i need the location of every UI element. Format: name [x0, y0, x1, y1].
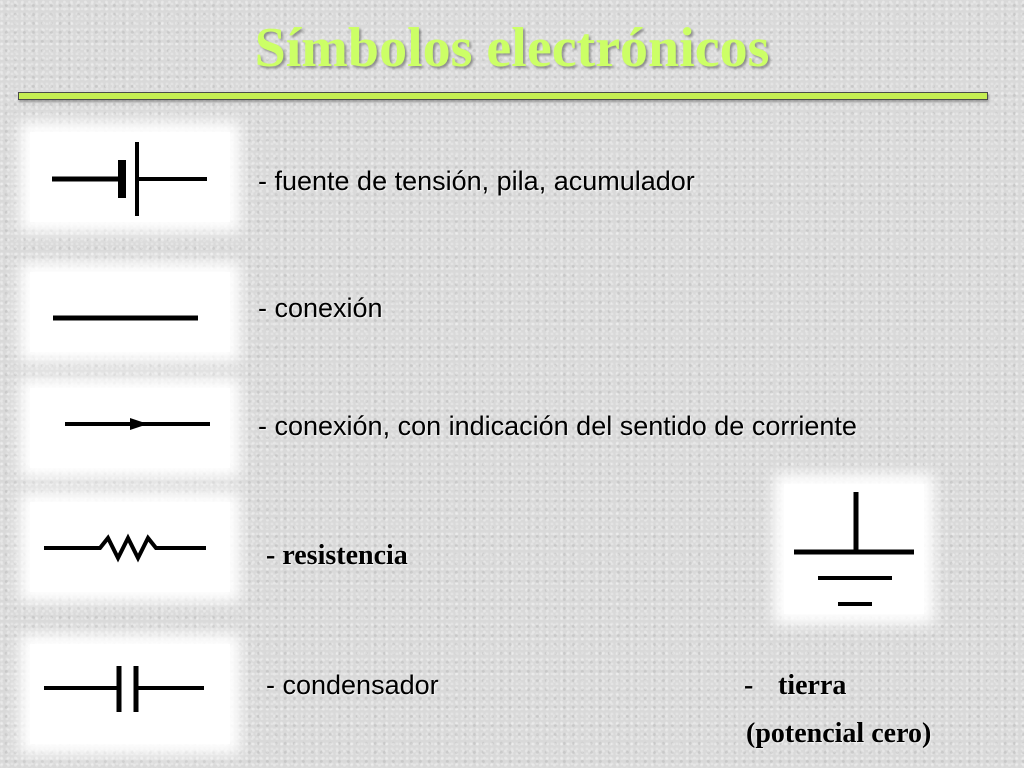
title-underline: [18, 92, 988, 100]
wire-icon: [53, 315, 198, 321]
battery-symbol-box: [30, 132, 230, 222]
wire-arrow-label: - conexión, con indicación del sentido d…: [258, 411, 857, 441]
resistor-label: - resistencia: [266, 540, 408, 571]
wire-symbol-box: [30, 272, 230, 352]
resistor-icon: [44, 533, 206, 563]
capacitor-label: - condensador: [266, 670, 439, 700]
ground-icon: [794, 492, 914, 606]
ground-label-word: tierra: [778, 670, 847, 701]
wire-label: - conexión: [258, 293, 383, 323]
capacitor-icon: [44, 666, 204, 712]
wire-arrow-symbol-box: [30, 388, 230, 468]
capacitor-symbol-box: [30, 644, 230, 744]
ground-label-line1: -tierra: [744, 670, 846, 702]
ground-label-line2: (potencial cero): [746, 718, 932, 749]
wire-arrow-icon: [65, 418, 210, 430]
battery-label: - fuente de tensión, pila, acumulador: [258, 166, 695, 196]
ground-symbol-box: [784, 484, 924, 614]
page-title: Símbolos electrónicos: [254, 17, 770, 79]
battery-icon: [52, 142, 207, 216]
resistor-symbol-box: [30, 502, 230, 592]
ground-label-dash: -: [744, 670, 754, 701]
